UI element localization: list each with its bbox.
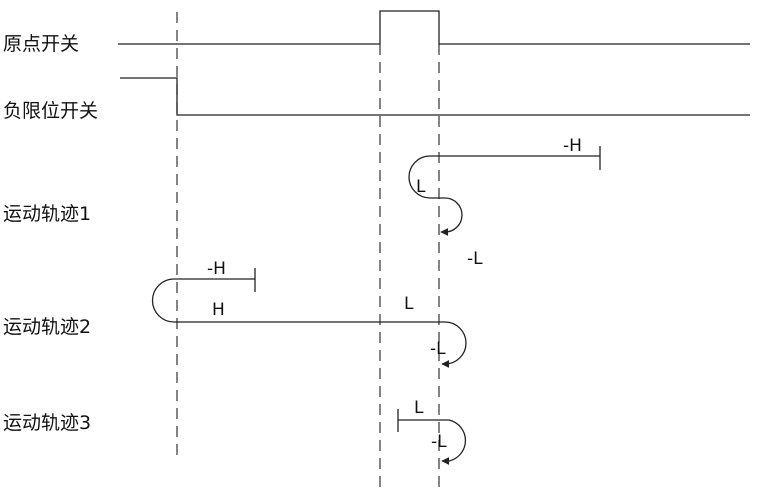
trajectory-1-curve: [408, 155, 600, 236]
negative-limit-switch-label: 负限位开关: [3, 100, 98, 122]
trajectory-2-curve: [151, 278, 467, 368]
origin-switch-waveform: [118, 10, 750, 45]
trajectory-1-path: [408, 146, 601, 236]
trajectory-3-curve: [398, 419, 467, 465]
trajectory-2-label: 运动轨迹2: [3, 316, 91, 338]
trajectory-1-neg-h-label: -H: [563, 136, 582, 156]
trajectory-2-l-label: L: [404, 294, 414, 314]
origin-switch-label: 原点开关: [3, 33, 79, 55]
trajectory-2-neg-h-label: -H: [207, 259, 226, 279]
trajectory-1-neg-l-label: -L: [467, 249, 483, 269]
trajectory-3-label: 运动轨迹3: [3, 412, 91, 434]
trajectory-1-l-label: L: [416, 177, 426, 197]
trajectory-3-l-label: L: [414, 398, 424, 418]
trajectory-3-path: [397, 409, 467, 465]
trajectory-3-neg-l-label: -L: [431, 432, 447, 452]
trajectory-2-path: [151, 268, 467, 368]
negative-limit-switch-waveform: [120, 77, 750, 116]
trajectory-2-h-label: H: [212, 300, 225, 320]
trajectory-1-label: 运动轨迹1: [3, 203, 91, 225]
trajectory-2-neg-l-label: -L: [430, 339, 446, 359]
